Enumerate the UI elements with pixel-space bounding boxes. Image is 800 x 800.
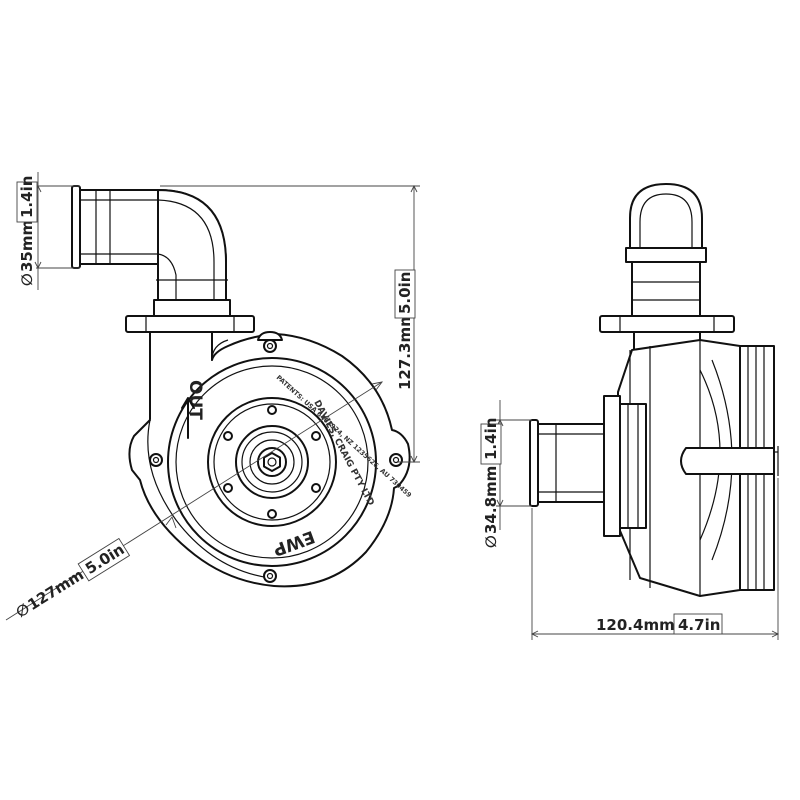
dim-outlet-diameter-imperial: 1.4in — [18, 176, 36, 218]
dim-outlet-diameter-metric: 35mm — [18, 220, 36, 272]
dim-body-diameter-label: ∅ 127mm 5.0in — [13, 537, 131, 621]
out-arrow — [181, 397, 195, 439]
dim-outlet-diameter-symbol: ∅ — [18, 273, 36, 286]
outlet-stem — [153, 299, 231, 317]
pump-side-view — [529, 183, 779, 597]
dim-inlet-diameter-symbol: ∅ — [482, 535, 500, 548]
inlet-hose-tail — [529, 419, 605, 507]
outer-ring-inner — [175, 365, 369, 559]
impeller-hub — [235, 425, 309, 499]
mounting-lug-left — [149, 453, 163, 467]
out-label: OUT — [185, 380, 205, 420]
cover-plate-inner — [213, 403, 331, 521]
dim-outlet-diameter — [34, 172, 80, 290]
outlet-marking: OUT — [185, 380, 205, 420]
outlet-elbow — [156, 189, 228, 301]
dim-overall-length — [530, 478, 780, 640]
outlet-hose-tail — [71, 185, 159, 269]
dim-overall-length-label: 120.4mm 4.7in — [596, 613, 723, 635]
dim-inlet-diameter-imperial: 1.4in — [482, 418, 500, 460]
cover-bolts — [223, 405, 321, 519]
pump-front-view: OUT EWP DAVIES, CRAIG PTY LTD PATENTS: U… — [71, 185, 413, 588]
dim-outlet-diameter-label: ∅ 35mm 1.4in — [16, 176, 38, 286]
dim-overall-height-label: 127.3mm 5.0in — [394, 269, 416, 390]
dim-overall-height — [160, 184, 420, 464]
dim-inlet-diameter-label: ∅ 34.8mm 1.4in — [480, 418, 502, 548]
dim-body-diameter-imperial: 5.0in — [82, 540, 128, 578]
outlet-loop — [625, 183, 707, 317]
side-flange — [599, 315, 735, 333]
dim-overall-length-metric: 120.4mm — [596, 616, 675, 634]
inlet-collar — [603, 395, 647, 537]
mounting-lug-right — [389, 453, 403, 467]
mounting-lug-bottom — [263, 569, 277, 583]
dim-overall-height-metric: 127.3mm — [396, 311, 414, 390]
dim-overall-height-imperial: 5.0in — [396, 272, 414, 314]
dim-inlet-diameter-metric: 34.8mm — [482, 466, 500, 534]
dim-inlet-diameter — [496, 400, 532, 530]
dim-body-diameter — [5, 381, 384, 621]
outlet-flange — [125, 315, 255, 333]
dim-body-diameter-metric: 127mm — [24, 566, 87, 614]
rear-shaft — [680, 447, 775, 475]
dim-overall-length-imperial: 4.7in — [678, 616, 720, 634]
mounting-lug-top — [257, 331, 283, 353]
